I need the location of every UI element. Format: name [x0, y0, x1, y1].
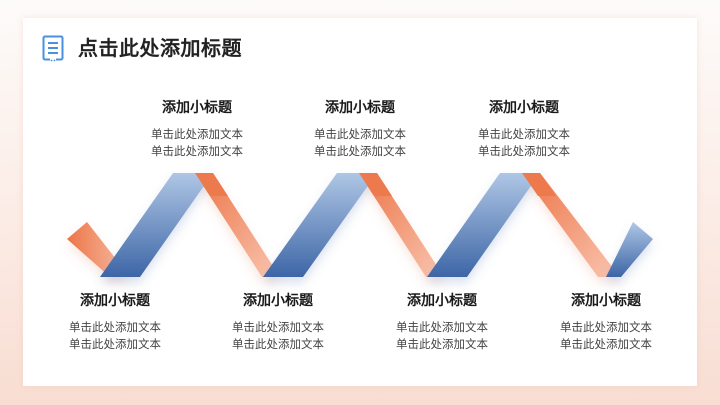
item-text-line[interactable]: 单击此处添加文本	[314, 127, 406, 141]
item-text-line[interactable]: 单击此处添加文本	[560, 337, 652, 351]
item-text-line[interactable]: 单击此处添加文本	[478, 144, 570, 158]
item-text-line[interactable]: 单击此处添加文本	[151, 127, 243, 141]
item-subtitle[interactable]: 添加小标题	[80, 293, 150, 309]
page-title[interactable]: 点击此处添加标题	[78, 36, 242, 60]
item-subtitle[interactable]: 添加小标题	[243, 293, 313, 309]
bottom-item-1: 添加小标题 单击此处添加文本 单击此处添加文本	[45, 291, 185, 353]
top-item-2: 添加小标题 单击此处添加文本 单击此处添加文本	[290, 98, 430, 160]
bottom-item-2: 添加小标题 单击此处添加文本 单击此处添加文本	[208, 291, 348, 353]
item-text-line[interactable]: 单击此处添加文本	[478, 127, 570, 141]
bottom-item-4: 添加小标题 单击此处添加文本 单击此处添加文本	[536, 291, 676, 353]
top-item-1: 添加小标题 单击此处添加文本 单击此处添加文本	[127, 98, 267, 160]
item-subtitle[interactable]: 添加小标题	[489, 100, 559, 116]
item-text-line[interactable]: 单击此处添加文本	[232, 320, 324, 334]
item-subtitle[interactable]: 添加小标题	[571, 293, 641, 309]
item-subtitle[interactable]: 添加小标题	[162, 100, 232, 116]
top-item-3: 添加小标题 单击此处添加文本 单击此处添加文本	[454, 98, 594, 160]
item-subtitle[interactable]: 添加小标题	[407, 293, 477, 309]
item-text-line[interactable]: 单击此处添加文本	[69, 320, 161, 334]
item-text-line[interactable]: 单击此处添加文本	[151, 144, 243, 158]
item-text-line[interactable]: 单击此处添加文本	[232, 337, 324, 351]
content-card	[23, 18, 697, 386]
item-text-line[interactable]: 单击此处添加文本	[396, 337, 488, 351]
bottom-item-3: 添加小标题 单击此处添加文本 单击此处添加文本	[372, 291, 512, 353]
item-text-line[interactable]: 单击此处添加文本	[560, 320, 652, 334]
item-text-line[interactable]: 单击此处添加文本	[314, 144, 406, 158]
item-text-line[interactable]: 单击此处添加文本	[69, 337, 161, 351]
item-text-line[interactable]: 单击此处添加文本	[396, 320, 488, 334]
document-icon	[42, 35, 64, 62]
item-subtitle[interactable]: 添加小标题	[325, 100, 395, 116]
